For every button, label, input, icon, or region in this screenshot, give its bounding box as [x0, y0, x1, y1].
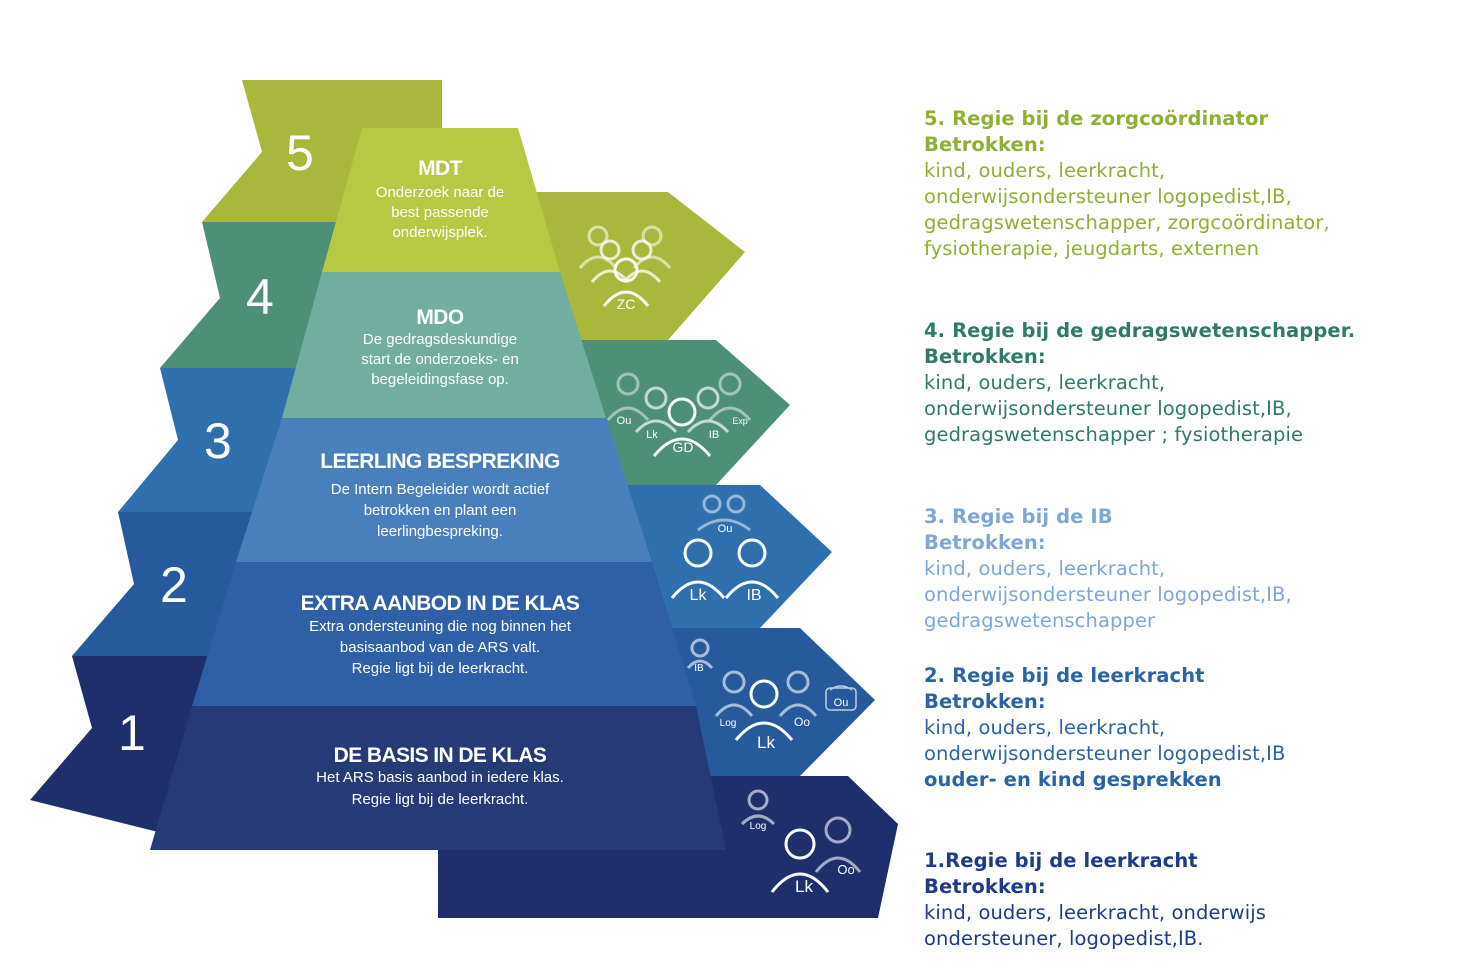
legend-level-4: 4. Regie bij de gedragswetenschapper. Be… — [924, 318, 1464, 448]
level-2-desc-line: Regie ligt bij de leerkracht. — [352, 660, 529, 677]
legend-line: ondersteuner, logopedist,IB. — [924, 927, 1204, 950]
level-3-desc-line: betrokken en plant een — [364, 502, 517, 519]
level-3-number: 3 — [204, 413, 232, 469]
legend-line: onderwijsondersteuner logopedist,IB, — [924, 583, 1292, 606]
level-1-title: DE BASIS IN DE KLAS — [334, 744, 547, 767]
level-1-icon-sublabel: Log — [750, 821, 767, 832]
level-1-icon-sublabel: Oo — [837, 862, 854, 877]
legend-line: kind, ouders, leerkracht, — [924, 716, 1166, 739]
phone-icon — [825, 685, 857, 711]
level-5-number: 5 — [286, 125, 314, 181]
level-4-title: MDO — [416, 306, 463, 329]
legend-line: gedragswetenschapper ; fysiotherapie — [924, 423, 1304, 446]
level-2-desc-line: Extra ondersteuning die nog binnen het — [309, 618, 572, 635]
level-1-desc-line: Het ARS basis aanbod in iedere klas. — [316, 769, 564, 786]
legend-betrokken: Betrokken: — [924, 531, 1046, 554]
level-4-number: 4 — [246, 269, 274, 325]
legend-line: kind, ouders, leerkracht, onderwijs — [924, 901, 1267, 924]
level-2-icon-sublabel: Log — [720, 718, 737, 729]
level-2-icon-label: Lk — [757, 733, 775, 752]
legend-line: kind, ouders, leerkracht, — [924, 557, 1166, 580]
legend-heading: 4. Regie bij de gedragswetenschapper. — [924, 319, 1356, 342]
level-4-icon-sublabel: Lk — [646, 429, 658, 441]
level-4-icon-sublabel: Ou — [617, 415, 632, 427]
legend-line: onderwijsondersteuner logopedist,IB, — [924, 397, 1292, 420]
legend-betrokken: Betrokken: — [924, 690, 1046, 713]
level-5-desc-line: Onderzoek naar de — [376, 184, 504, 201]
level-5-title: MDT — [418, 157, 462, 180]
level-1-number: 1 — [118, 705, 146, 761]
legend-line: onderwijsondersteuner logopedist,IB — [924, 742, 1286, 765]
legend-betrokken: Betrokken: — [924, 133, 1046, 156]
level-4-tab — [560, 340, 790, 485]
legend-betrokken: Betrokken: — [924, 875, 1046, 898]
level-5-icon-label: ZC — [617, 296, 636, 312]
level-3-icon-sublabel: Ou — [718, 523, 733, 535]
legend-extra: ouder- en kind gesprekken — [924, 768, 1222, 791]
level-4-icon-sublabel: Exp — [732, 416, 748, 426]
level-2-icon-sublabel: Ou — [834, 697, 849, 709]
legend-heading: 5. Regie bij de zorgcoördinator — [924, 107, 1269, 130]
legend-line: gedragswetenschapper, zorgcoördinator, — [924, 211, 1330, 234]
level-3-icon-sublabel: IB — [746, 587, 761, 604]
level-1-icon-label: Lk — [795, 877, 813, 896]
level-4-icon-sublabel: IB — [709, 429, 719, 441]
level-1-desc-line: Regie ligt bij de leerkracht. — [352, 791, 529, 808]
level-3-icon-label: Lk — [690, 587, 708, 604]
level-4-desc-line: begeleidingsfase op. — [371, 371, 509, 388]
level-2-desc-line: basisaanbod van de ARS valt. — [340, 639, 540, 656]
level-5-tab — [520, 192, 745, 340]
pyramid-layer-1 — [150, 706, 726, 850]
legend-level-5: 5. Regie bij de zorgcoördinator Betrokke… — [924, 106, 1464, 262]
legend-level-2: 2. Regie bij de leerkracht Betrokken: ki… — [924, 663, 1464, 793]
level-2-icon-sublabel: Oo — [794, 715, 810, 729]
group-people-icon-level-1 — [740, 789, 862, 893]
pyramid-layer-4 — [282, 272, 606, 418]
level-3-desc-line: De Intern Begeleider wordt actief — [331, 481, 550, 498]
legend-line: gedragswetenschapper — [924, 609, 1156, 632]
level-2-number: 2 — [160, 557, 188, 613]
level-5-desc-line: best passende — [391, 204, 489, 221]
legend-line: fysiotherapie, jeugdarts, externen — [924, 237, 1260, 260]
legend-line: onderwijsondersteuner logopedist,IB, — [924, 185, 1292, 208]
level-3-title: LEERLING BESPREKING — [320, 450, 560, 473]
pyramid-layer-3 — [236, 418, 652, 562]
level-4-desc-line: De gedragsdeskundige — [363, 331, 517, 348]
legend-heading: 2. Regie bij de leerkracht — [924, 664, 1205, 687]
legend-line: kind, ouders, leerkracht, — [924, 159, 1166, 182]
legend-line: kind, ouders, leerkracht, — [924, 371, 1166, 394]
legend-heading: 1.Regie bij de leerkracht — [924, 849, 1198, 872]
level-2-title: EXTRA AANBOD IN DE KLAS — [301, 592, 580, 615]
group-people-icon-level-4 — [606, 372, 752, 457]
level-4-desc-line: start de onderzoeks- en — [361, 351, 519, 368]
pyramid-layer-5 — [322, 128, 560, 272]
group-people-icon-level-2 — [686, 638, 818, 741]
legend-betrokken: Betrokken: — [924, 345, 1046, 368]
pyramid-diagram: 5 4 3 2 1 MDT Onderzoek naar de best pas… — [30, 80, 898, 918]
pyramid-layer-2 — [192, 562, 696, 706]
level-2-icon-sublabel: IB — [694, 663, 704, 674]
group-people-icon-level-3 — [670, 494, 780, 599]
level-3-desc-line: leerlingbespreking. — [377, 523, 503, 540]
legend-level-1: 1.Regie bij de leerkracht Betrokken: kin… — [924, 848, 1464, 952]
group-people-icon-level-5 — [578, 225, 672, 307]
level-5-desc-line: onderwijsplek. — [392, 224, 487, 241]
legend-heading: 3. Regie bij de IB — [924, 505, 1113, 528]
level-4-icon-label: GD — [673, 439, 694, 455]
legend-level-3: 3. Regie bij de IB Betrokken: kind, oude… — [924, 504, 1464, 634]
